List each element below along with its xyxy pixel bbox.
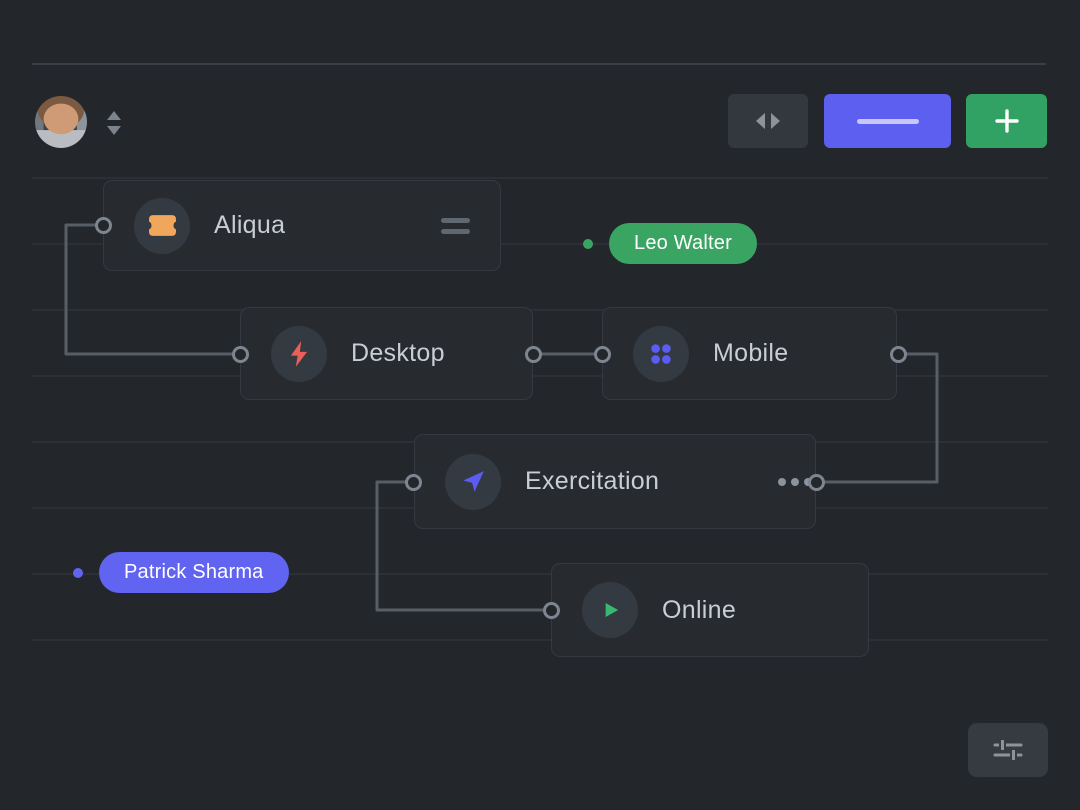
add-node-button[interactable] xyxy=(966,94,1047,148)
node-icon-circle xyxy=(633,325,689,382)
node-icon-circle xyxy=(271,325,327,382)
arrows-left-right-icon xyxy=(756,113,780,129)
grid-line xyxy=(32,375,1048,377)
ticket-icon xyxy=(148,215,176,236)
node-desktop[interactable]: Desktop xyxy=(240,307,533,400)
badge-label: Patrick Sharma xyxy=(99,552,289,593)
grid-line xyxy=(32,573,1048,575)
edge-aliqua-desktop xyxy=(64,223,240,356)
port[interactable] xyxy=(404,473,422,491)
node-label: Mobile xyxy=(713,339,789,367)
header-divider xyxy=(32,63,1046,65)
badge-label: Leo Walter xyxy=(609,223,757,264)
dots-grid-icon xyxy=(651,343,671,364)
node-label: Online xyxy=(662,595,737,624)
primary-action-button[interactable] xyxy=(824,94,951,148)
node-label: Desktop xyxy=(351,339,445,367)
status-dot xyxy=(73,567,83,578)
port[interactable] xyxy=(94,216,112,234)
paper-plane-icon xyxy=(463,470,484,492)
sliders-icon xyxy=(993,738,1023,762)
grid-line xyxy=(32,243,1048,245)
chevron-up-icon xyxy=(107,111,121,120)
node-exercitation[interactable]: Exercitation xyxy=(414,434,816,529)
node-icon-circle xyxy=(445,453,501,510)
user-switcher[interactable] xyxy=(104,111,124,135)
port[interactable] xyxy=(231,345,249,363)
badge-patrick-sharma[interactable]: Patrick Sharma xyxy=(73,552,289,593)
grid-line xyxy=(32,177,1048,179)
grid-line xyxy=(32,309,1048,311)
node-icon-circle xyxy=(134,197,190,254)
node-aliqua[interactable]: Aliqua xyxy=(103,180,501,271)
lightning-icon xyxy=(290,340,308,367)
port[interactable] xyxy=(807,473,825,491)
drag-handle-icon[interactable] xyxy=(441,217,470,234)
port[interactable] xyxy=(524,345,542,363)
canvas-settings-button[interactable] xyxy=(968,723,1048,777)
node-icon-circle xyxy=(582,582,638,638)
chevron-down-icon xyxy=(107,126,121,135)
badge-leo-walter[interactable]: Leo Walter xyxy=(583,223,757,264)
edge-exercitation-online xyxy=(375,480,551,612)
node-mobile[interactable]: Mobile xyxy=(602,307,897,400)
port[interactable] xyxy=(593,345,611,363)
status-dot xyxy=(583,238,593,249)
play-icon xyxy=(605,602,619,618)
edge-mobile-exercitation xyxy=(816,352,939,484)
node-online[interactable]: Online xyxy=(551,563,869,657)
expand-horizontal-button[interactable] xyxy=(728,94,808,148)
grid-line xyxy=(32,639,1048,641)
port[interactable] xyxy=(889,345,907,363)
node-label: Aliqua xyxy=(214,211,286,239)
ellipsis-icon[interactable] xyxy=(778,477,812,486)
plus-icon xyxy=(994,109,1019,133)
dash-icon xyxy=(856,118,919,124)
node-label: Exercitation xyxy=(525,467,660,495)
user-avatar[interactable] xyxy=(35,96,87,148)
port[interactable] xyxy=(542,601,560,619)
